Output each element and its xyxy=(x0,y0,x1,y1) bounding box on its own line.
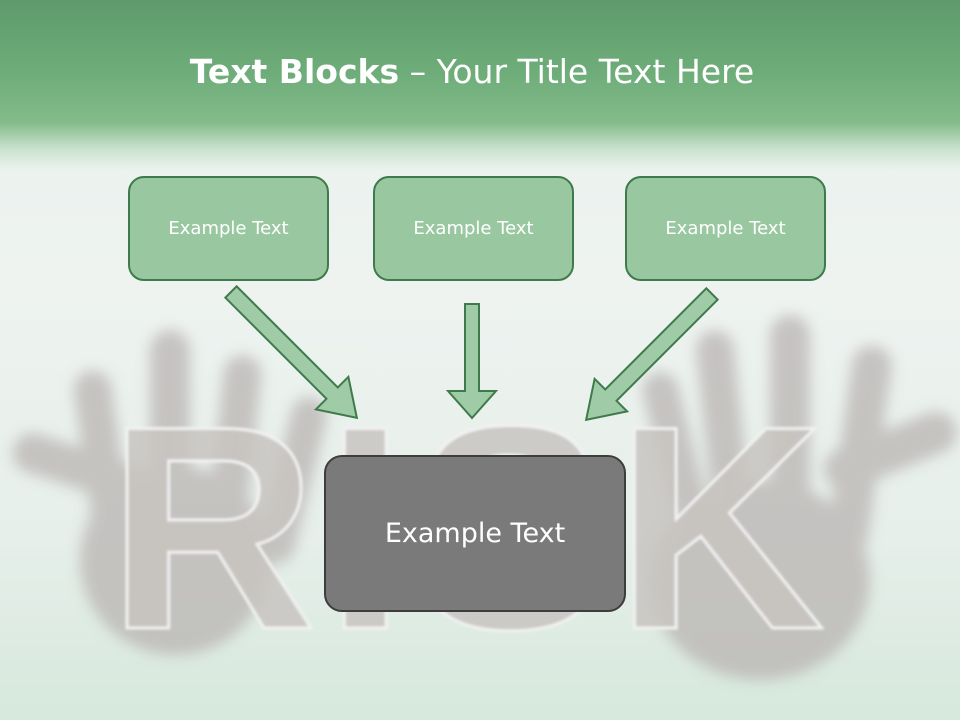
arrow-center xyxy=(445,303,499,420)
text-box-right-label: Example Text xyxy=(665,218,786,239)
title-bold: Text Blocks xyxy=(189,52,400,91)
background-word: RISK xyxy=(108,366,833,690)
title-dash: – xyxy=(399,52,437,91)
right-hand-shape xyxy=(642,315,957,680)
title-text: Your Title Text Here xyxy=(436,52,755,91)
arrow-left xyxy=(223,284,359,420)
text-box-right[interactable]: Example Text xyxy=(625,176,826,281)
text-box-left-label: Example Text xyxy=(168,218,289,239)
text-box-left[interactable]: Example Text xyxy=(128,176,329,281)
left-hand-shape xyxy=(12,330,328,655)
slide-title: Text Blocks – Your Title Text Here xyxy=(0,52,944,91)
text-box-center-label: Example Text xyxy=(413,218,534,239)
center-text-box[interactable]: Example Text xyxy=(324,455,626,612)
header-band xyxy=(0,0,960,170)
text-box-center[interactable]: Example Text xyxy=(373,176,574,281)
center-text-box-label: Example Text xyxy=(384,518,566,549)
arrow-right xyxy=(584,286,720,422)
